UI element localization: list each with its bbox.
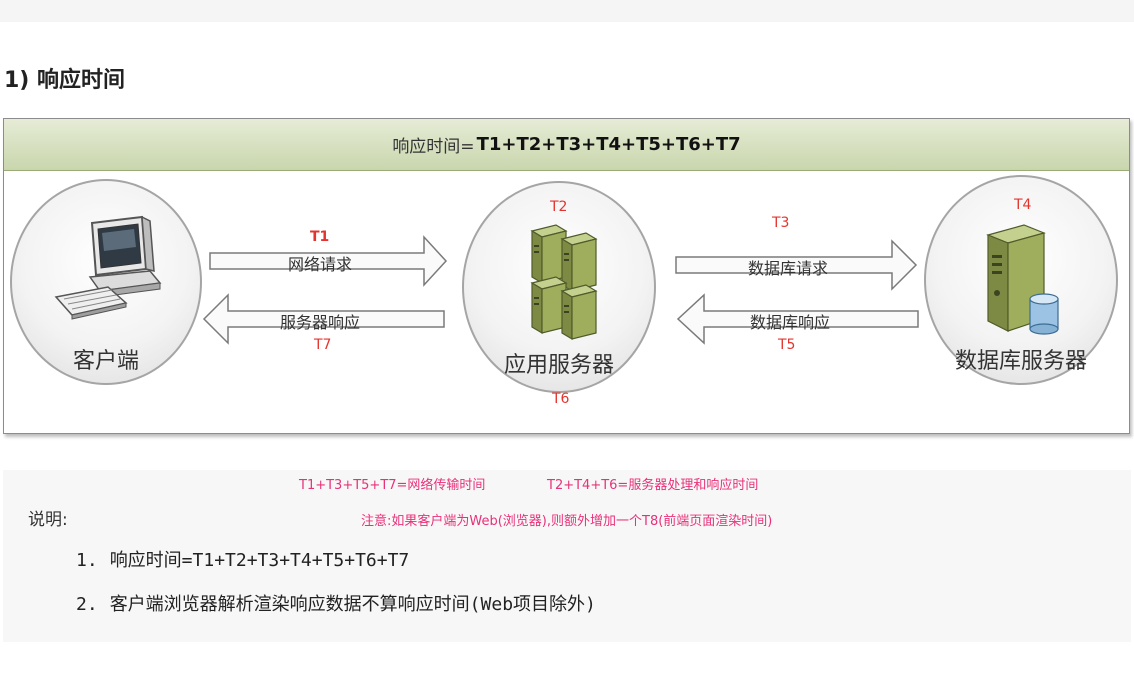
t1-label: T1 (310, 229, 330, 245)
db-request-label: 数据库请求 (748, 259, 829, 278)
t2-label: T2 (550, 199, 568, 215)
db-response-arrow (676, 293, 919, 345)
network-request-arrow (209, 235, 448, 287)
item-text: 客户端浏览器解析渲染响应数据不算响应时间(Web项目除外) (109, 594, 596, 615)
network-request-label: 网络请求 (288, 255, 353, 274)
web-note-annotation: 注意:如果客户端为Web(浏览器),则额外增加一个T8(前端页面渲染时间) (361, 514, 773, 529)
db-request-arrow (675, 239, 918, 291)
description-item: 2. 客户端浏览器解析渲染响应数据不算响应时间(Web项目除外) (76, 590, 596, 616)
t5-label: T5 (778, 337, 796, 353)
header-formula: T1+T2+T3+T4+T5+T6+T7 (476, 134, 741, 155)
server-response-label: 服务器响应 (280, 313, 361, 332)
client-node: 客户端 (10, 179, 202, 385)
description-title: 说明: (28, 510, 68, 530)
computer-icon (54, 215, 162, 320)
t7-label: T7 (314, 337, 332, 353)
db-response-label: 数据库响应 (750, 313, 831, 332)
response-time-diagram: 响应时间=T1+T2+T3+T4+T5+T6+T7 客户端 (3, 118, 1130, 434)
t6-label: T6 (552, 391, 570, 407)
diagram-header: 响应时间=T1+T2+T3+T4+T5+T6+T7 (4, 119, 1129, 171)
t4-label: T4 (1014, 197, 1032, 213)
item-text: 响应时间=T1+T2+T3+T4+T5+T6+T7 (109, 550, 410, 571)
db-server-node: 数据库服务器 (924, 175, 1118, 385)
app-server-node: 应用服务器 (462, 181, 656, 393)
network-time-annotation: T1+T3+T5+T7=网络传输时间 (299, 478, 486, 493)
item-number: 2. (76, 594, 98, 615)
description-section: T1+T3+T5+T7=网络传输时间 T2+T4+T6=服务器处理和响应时间 注… (3, 470, 1131, 642)
db-server-label: 数据库服务器 (954, 349, 1087, 374)
section-heading: 1) 响应时间 (4, 68, 126, 93)
server-rack-icon (530, 224, 598, 341)
database-server-icon (986, 224, 1059, 335)
header-prefix: 响应时间= (392, 137, 475, 157)
server-time-annotation: T2+T4+T6=服务器处理和响应时间 (547, 478, 759, 493)
app-server-label: 应用服务器 (503, 353, 614, 378)
top-strip (0, 0, 1134, 22)
description-item: 1. 响应时间=T1+T2+T3+T4+T5+T6+T7 (76, 546, 409, 572)
t3-label: T3 (772, 215, 790, 231)
item-number: 1. (76, 550, 98, 571)
server-response-arrow (202, 293, 445, 345)
client-label: 客户端 (72, 349, 139, 374)
